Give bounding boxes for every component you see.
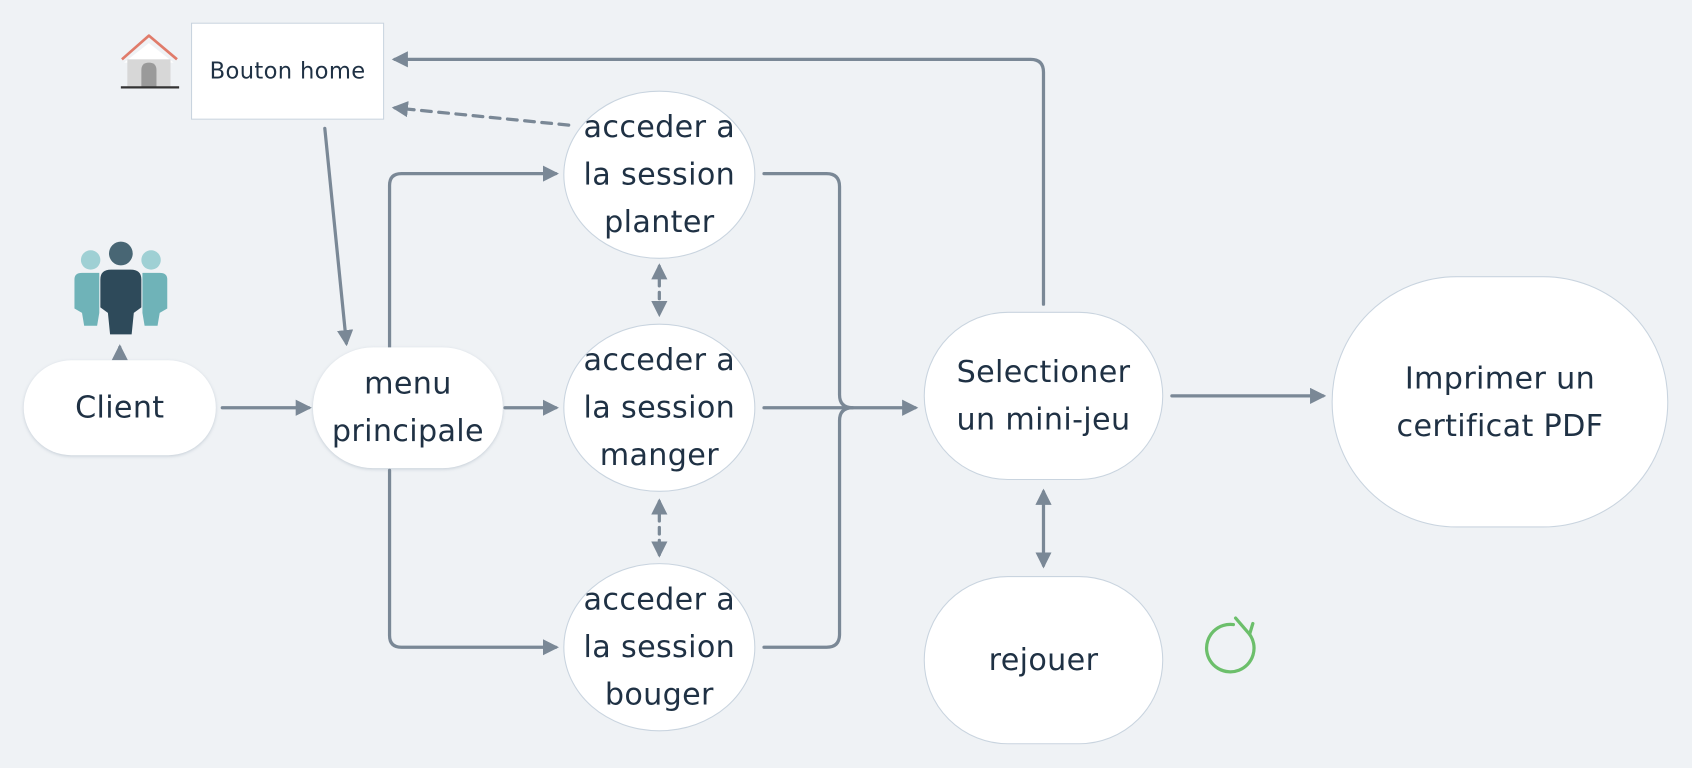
session-planter-label: acceder a la session planter [583,108,736,240]
session-bouger-label: acceder a la session bouger [583,581,736,712]
client-label: Client [75,389,165,426]
edge-bouger-select [762,406,855,649]
edge-home-menu [323,126,354,347]
selectionner-mini-jeu-label: Selectioner un mini-jeu [956,353,1131,437]
edge-menu-planter [387,165,559,349]
session-bouger-node: acceder a la session bouger [563,563,756,732]
session-manger-label: acceder a la session manger [583,341,736,473]
refresh-icon [1204,616,1256,674]
session-planter-node: acceder a la session planter [563,90,756,259]
home-button-node[interactable]: Bouton home [191,22,385,120]
menu-principale-node: menu principale [312,347,503,469]
edge-select-home [391,51,1046,306]
session-manger-node: acceder a la session manger [563,323,756,492]
menu-principale-label: menu principale [331,365,484,449]
rejouer-node: rejouer [923,576,1164,745]
imprimer-certificat-node: Imprimer un certificat PDF [1331,276,1669,528]
house-icon [120,34,180,89]
edge-planter-select [762,172,855,410]
home-button-label: Bouton home [209,58,366,85]
edge-planter-home-dashed [391,101,571,127]
selectionner-mini-jeu-node: Selectioner un mini-jeu [923,311,1164,481]
edge-menu-bouger [387,468,559,656]
imprimer-certificat-label: Imprimer un certificat PDF [1396,359,1604,443]
people-group-icon [74,241,168,335]
rejouer-label: rejouer [988,641,1099,678]
client-node: Client [23,360,216,456]
